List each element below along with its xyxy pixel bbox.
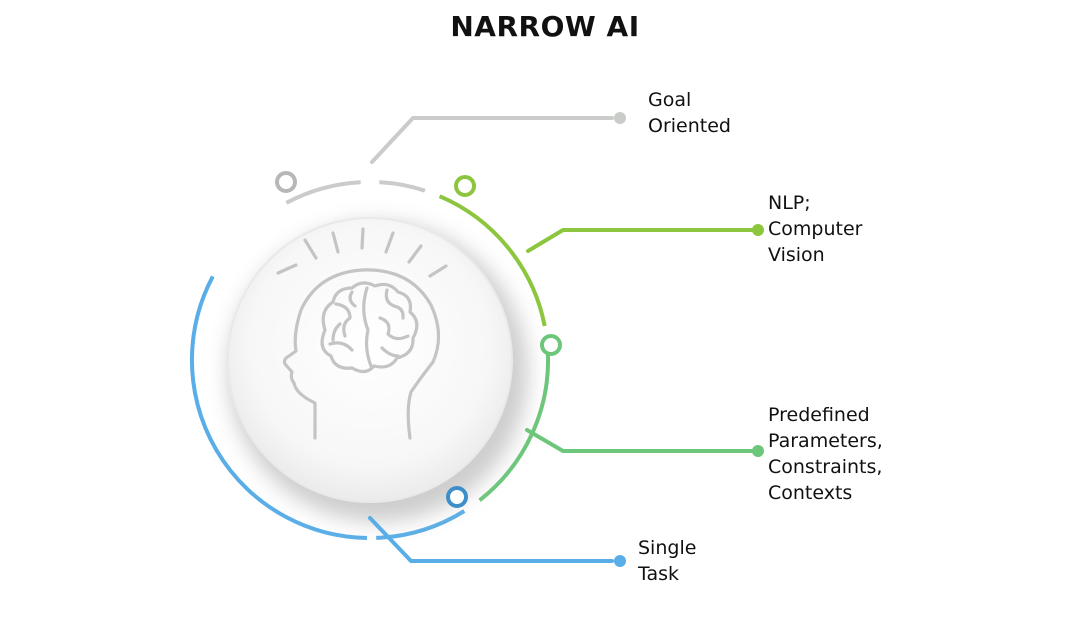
label-predefined-parameters: Predefined Parameters, Constraints, Cont…	[768, 402, 883, 506]
connector-single-task	[368, 516, 614, 563]
label-nlp-computer-vision: NLP; Computer Vision	[768, 190, 862, 268]
connector-goal-oriented	[370, 116, 614, 164]
label-line: Task	[638, 563, 680, 585]
label-line: Computer	[768, 218, 863, 240]
label-line: Constraints,	[768, 456, 883, 478]
label-line: Predefined	[768, 404, 870, 426]
head-with-brain-icon	[276, 227, 448, 440]
nlp-dot	[752, 224, 764, 236]
ring-node-blue	[446, 486, 468, 508]
predefined-dot	[752, 445, 764, 457]
ring-nodes	[275, 171, 562, 508]
ring-segment-blue-2	[189, 275, 367, 540]
ring-segment-gray-2	[379, 180, 426, 193]
label-single-task: Single Task	[638, 535, 696, 587]
label-line: Vision	[768, 244, 825, 266]
diagram-title: NARROW AI	[450, 10, 640, 43]
label-line: Contexts	[768, 482, 853, 504]
connector-nlp	[526, 228, 754, 253]
single-task-dot	[614, 555, 626, 567]
label-line: Goal	[648, 89, 692, 111]
ring-segment-blue	[376, 509, 466, 540]
connector-predefined	[525, 428, 754, 453]
connectors	[368, 116, 754, 563]
goal-oriented-dot	[614, 112, 626, 124]
label-line: Oriented	[648, 115, 731, 137]
ring-segment-gray	[285, 180, 361, 205]
label-line: Single	[638, 537, 697, 559]
ring-node-green	[540, 334, 562, 356]
ring-node-lime	[454, 175, 476, 197]
ring-node-gray	[275, 171, 297, 193]
label-goal-oriented: Goal Oriented	[648, 87, 731, 139]
label-line: Parameters,	[768, 430, 883, 452]
ring-segment-lime	[438, 194, 547, 327]
center-disc-rim	[227, 217, 513, 503]
label-line: NLP;	[768, 192, 811, 214]
connector-end-dots	[614, 112, 764, 567]
